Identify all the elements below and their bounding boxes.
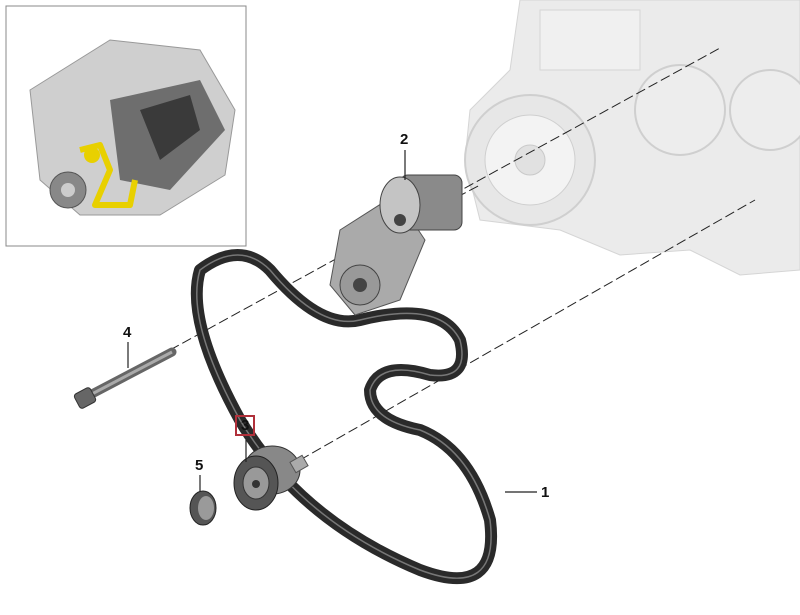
callout-2: 2 xyxy=(400,131,409,148)
tensioner xyxy=(329,174,463,316)
engine-overview-inset xyxy=(5,5,247,247)
callout-3-highlighted: 3 xyxy=(235,415,256,436)
bolt xyxy=(73,347,177,409)
cap xyxy=(189,490,217,526)
callout-1: 1 xyxy=(541,484,550,501)
callout-4: 4 xyxy=(123,324,132,341)
engine-block-background xyxy=(464,0,800,276)
callout-5: 5 xyxy=(195,457,204,474)
idler-pulley xyxy=(233,445,309,511)
